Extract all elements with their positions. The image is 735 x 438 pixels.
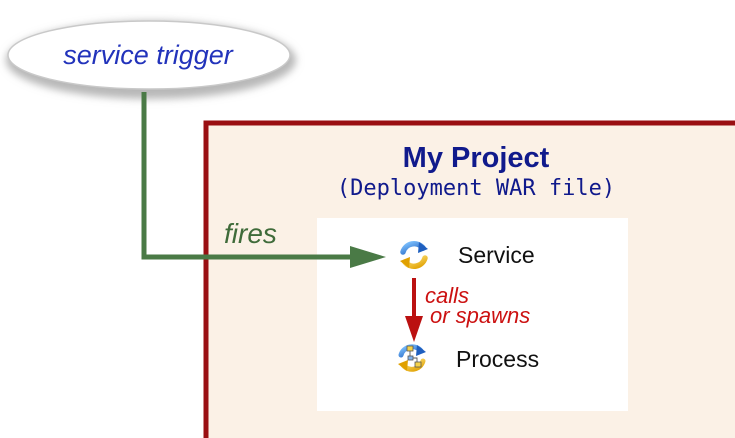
fires-label: fires <box>224 218 277 249</box>
calls-label-line1: calls <box>425 283 469 308</box>
fires-arrow-head <box>350 246 386 268</box>
calls-arrow-head <box>405 316 423 342</box>
project-subtitle: (Deployment WAR file) <box>337 176 615 201</box>
project-inner-panel <box>317 218 628 411</box>
trigger-label: service trigger <box>63 40 234 70</box>
project-title: My Project <box>403 142 550 174</box>
service-trigger-node: service trigger <box>6 20 296 99</box>
service-node: Service <box>400 240 535 270</box>
service-cycle-icon <box>400 240 428 270</box>
calls-arrow: calls or spawns <box>405 278 530 342</box>
project-container: My Project (Deployment WAR file) <box>203 120 735 438</box>
process-node: Process <box>398 344 539 372</box>
trigger-ellipse <box>7 20 291 90</box>
process-icon <box>398 344 426 372</box>
fires-arrow-line <box>141 92 352 260</box>
fires-arrow: fires <box>141 92 386 268</box>
process-label: Process <box>456 346 539 372</box>
calls-label-line2: or spawns <box>430 303 530 328</box>
service-label: Service <box>458 242 535 268</box>
